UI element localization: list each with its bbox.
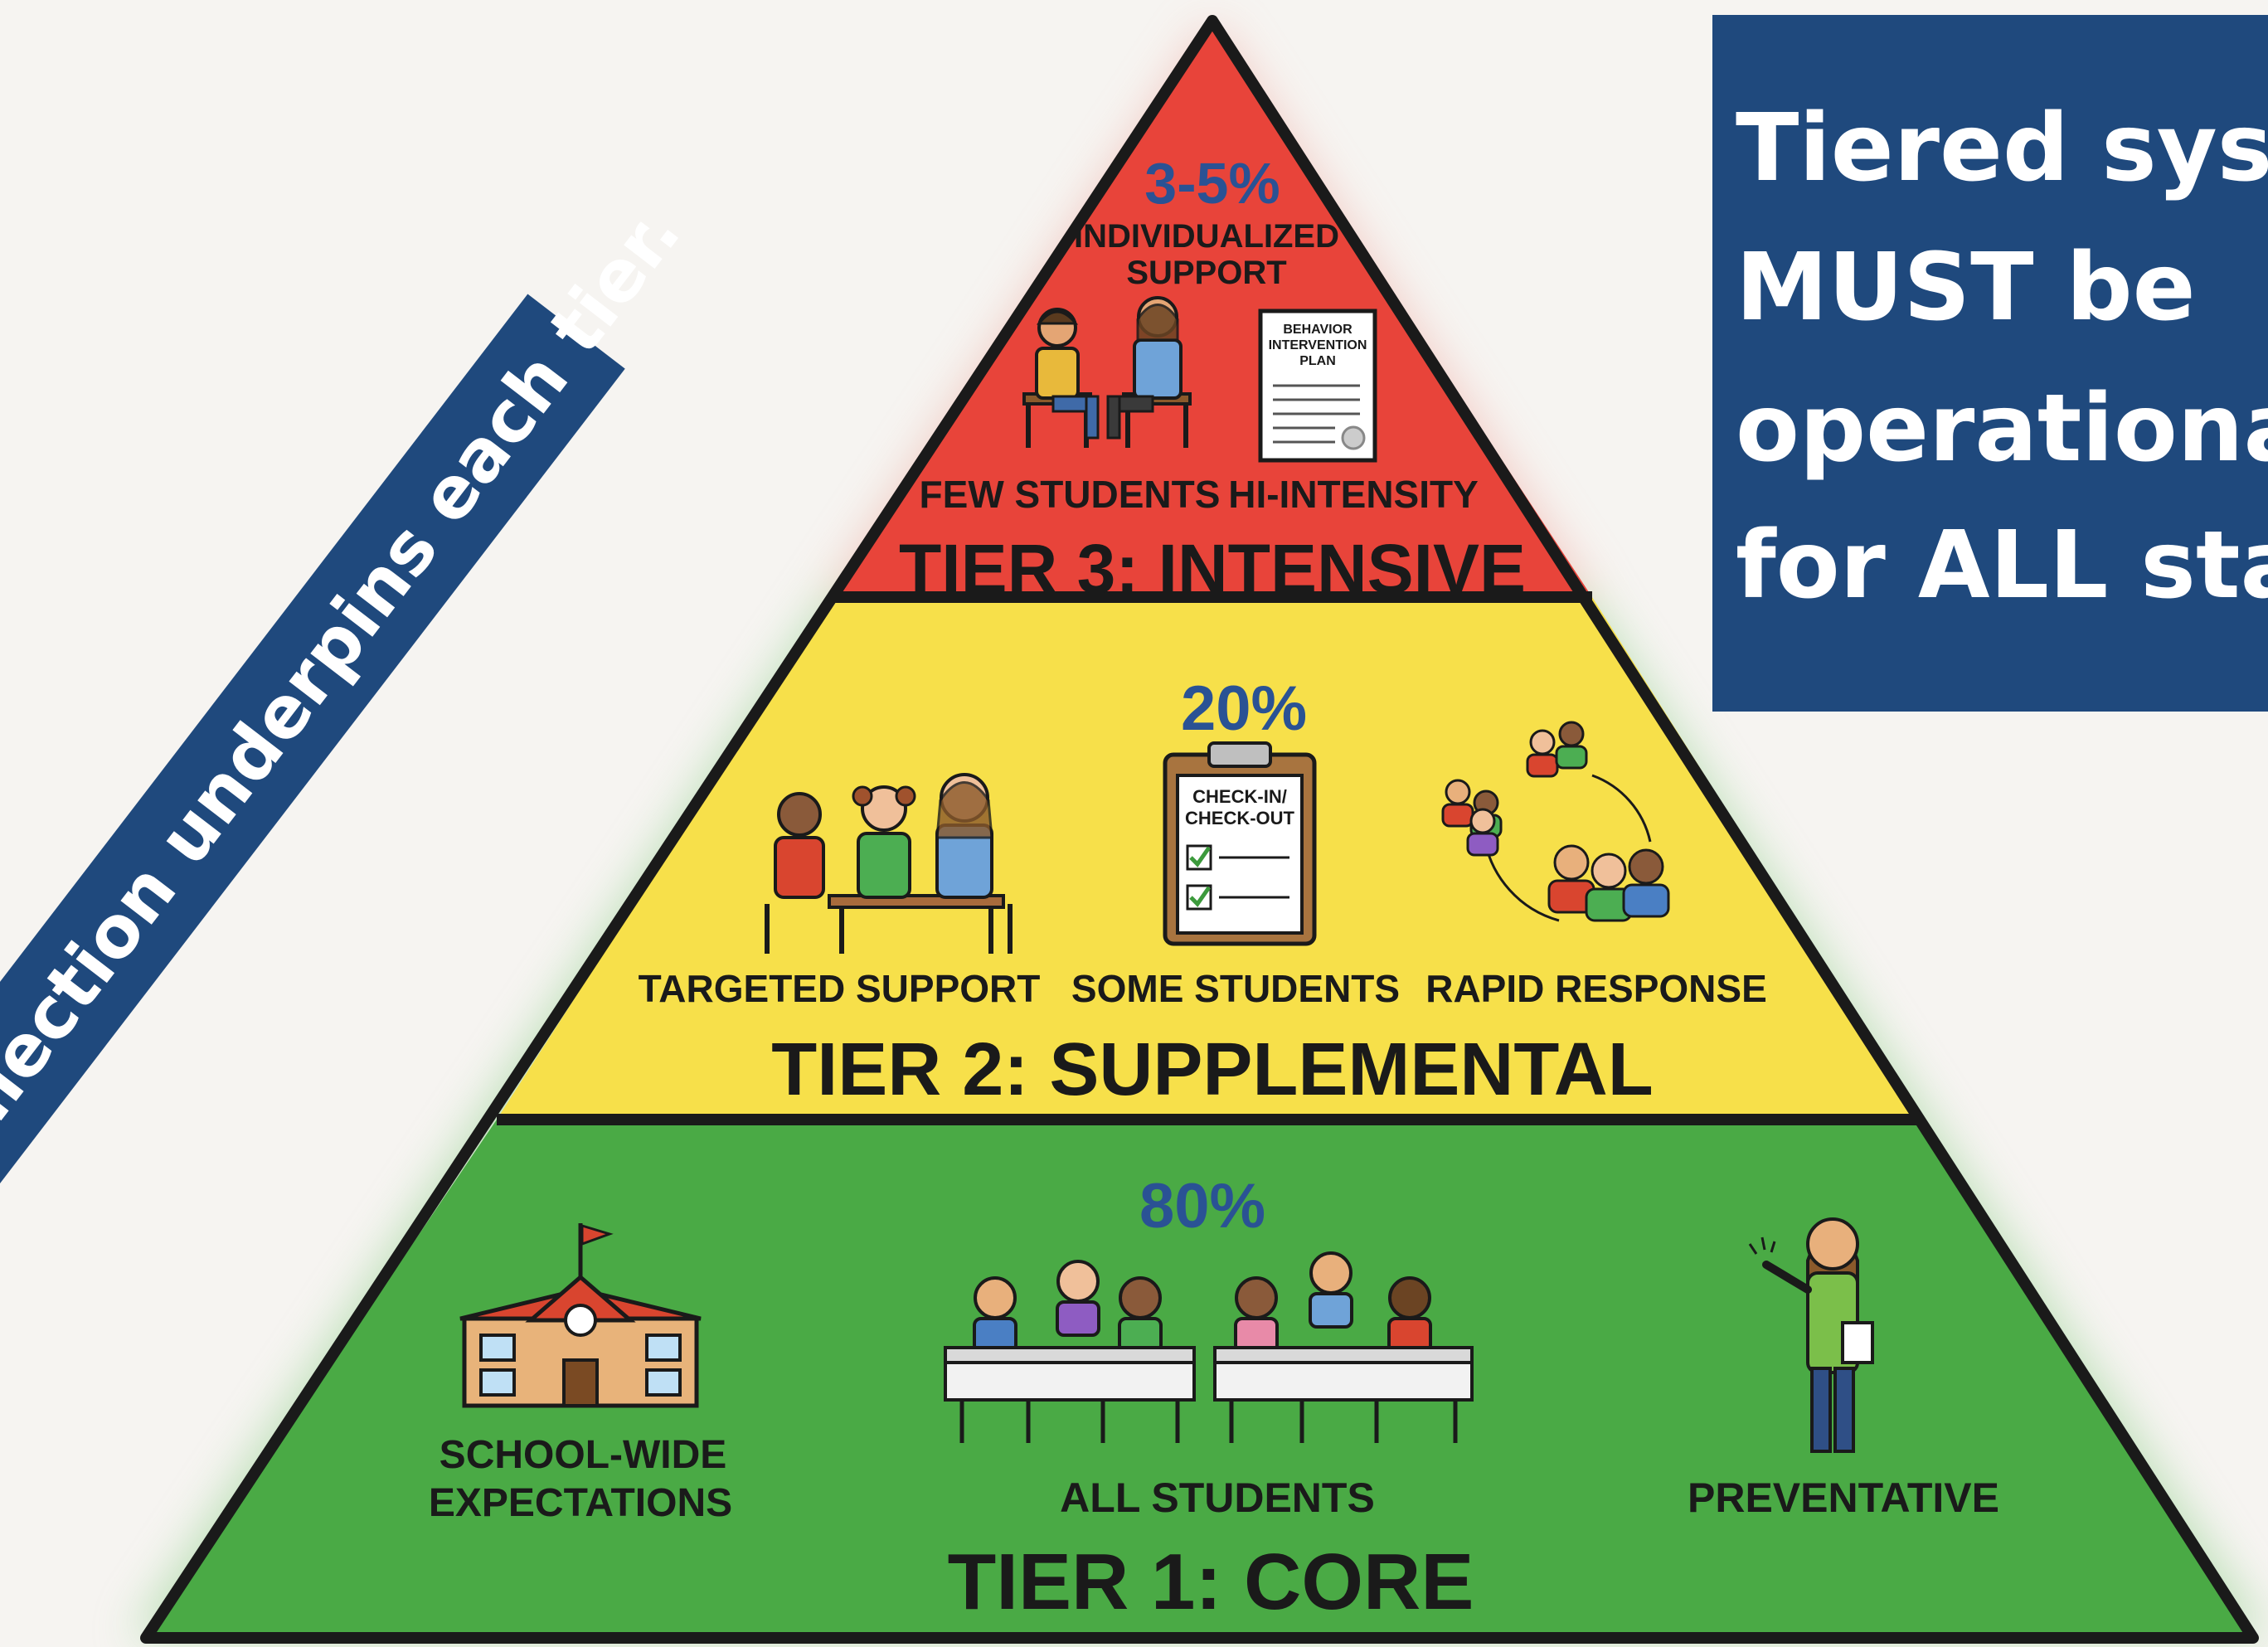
school-building-icon [459,1223,702,1408]
tier3-label-hi-intensity: HI-INTENSITY [1228,473,1479,516]
tier1-label-all-students: ALL STUDENTS [1060,1475,1375,1521]
tier1-band [146,1120,2253,1638]
tier1-label-preventative: PREVENTATIVE [1688,1475,1999,1521]
classroom-students-icon [944,1251,1474,1443]
tier2-label-targeted-support: TARGETED SUPPORT [639,967,1041,1010]
callout-line-4: for ALL sta [1736,512,2268,619]
tier2-title: TIER 2: SUPPLEMENTAL [771,1028,1653,1111]
tier3-percent: 3-5% [1144,151,1280,216]
tier3-label-few-students: FEW STUDENTS [920,473,1221,516]
plan-doc-line1: BEHAVIOR [1283,323,1353,337]
tier3-heading-line1: INDIVIDUALIZED [1074,218,1339,255]
tier3-heading-line2: SUPPORT [1126,255,1286,291]
tiered-system-callout: Tiered syst MUST be operationa for ALL s… [1712,15,2268,712]
callout-line-1: Tiered syst [1736,95,2268,202]
callout-line-2: MUST be [1736,234,2196,342]
tier2-label-some-students: SOME STUDENTS [1071,967,1400,1010]
one-on-one-counseling-icon [1022,296,1192,448]
tier2-label-rapid-response: RAPID RESPONSE [1425,967,1767,1010]
tier1-label-school-wide: SCHOOL-WIDE [440,1433,727,1477]
behavior-plan-document-icon: BEHAVIOR INTERVENTION PLAN [1258,309,1377,463]
clipboard-line1: CHECK-IN/ [1192,786,1287,807]
teacher-icon [1748,1217,1874,1453]
plan-doc-line3: PLAN [1299,354,1336,368]
callout-line-3: operationa [1736,375,2268,483]
small-group-table-icon [765,773,1013,954]
tier1-title: TIER 1: CORE [948,1538,1474,1626]
tier2-percent: 20% [1181,673,1307,744]
rapid-response-groups-icon [1441,721,1670,922]
check-in-check-out-clipboard-icon: CHECK-IN/ CHECK-OUT [1163,741,1317,946]
plan-doc-line2: INTERVENTION [1269,338,1367,352]
pyramid-outline [140,15,2259,1644]
tier1-percent: 80% [1139,1171,1265,1241]
tier3-title: TIER 3: INTENSIVE [899,530,1526,608]
tier3-band [833,21,1592,597]
clipboard-line2: CHECK-OUT [1185,808,1295,828]
tier1-label-expectations: EXPECTATIONS [429,1481,732,1525]
